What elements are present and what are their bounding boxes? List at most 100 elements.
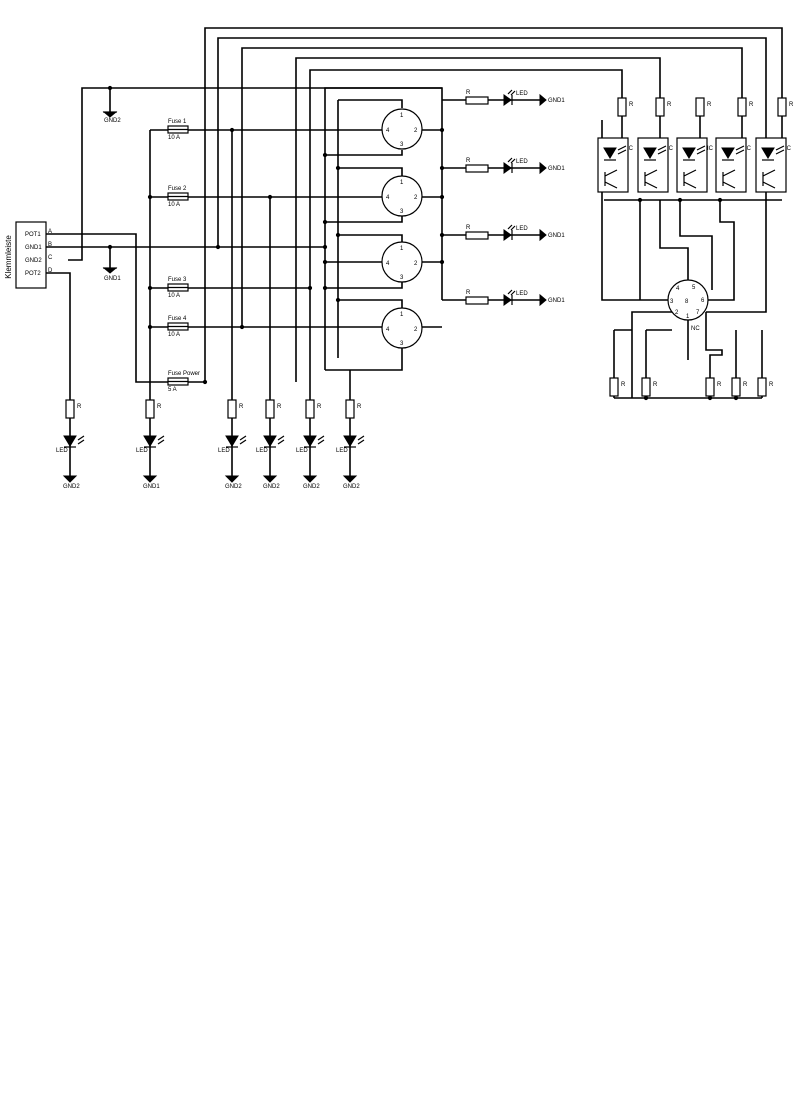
relay-led-branch-1-r-label: R	[466, 90, 471, 96]
relay-2-pin3: 3	[400, 209, 404, 215]
dsub-nc-label: NC	[691, 326, 700, 332]
pin-pot1-label: POT1	[25, 232, 41, 238]
pin-a-letter: A	[48, 229, 52, 235]
opto-1: R IC	[597, 97, 634, 193]
fuse-1-name: Fuse 1	[168, 119, 187, 125]
fuse-1: Fuse 1 10 A	[167, 119, 189, 141]
bottom-led-branch-4-r-label: R	[277, 404, 282, 410]
dsub-pin-4: 4	[676, 286, 680, 292]
relay-3-pin1: 1	[400, 246, 404, 252]
bottom-led-branch-4-gnd-label: GND2	[263, 484, 280, 490]
opto-5-r-label: R	[789, 102, 794, 108]
bottom-right-resistors: R R R R R	[609, 377, 774, 397]
relay-led-branch-1: R LED GND1	[465, 89, 565, 107]
relay-3: 1 2 3 4	[381, 241, 423, 283]
round-connector-8pin: 1 2 3 4 5 6 7 8 NC	[667, 279, 709, 332]
opto-5: R IC	[755, 97, 794, 193]
relay-1-pin3: 3	[400, 142, 404, 148]
fuse-power-value: 5 A	[168, 387, 177, 393]
relay-led-branch-4-r-label: R	[466, 290, 471, 296]
relay-led-branch-3-led-label: LED	[516, 226, 528, 232]
relay-4: 1 2 3 4	[381, 307, 423, 349]
relay-1-pin2: 2	[414, 128, 418, 134]
pin-b-letter: B	[48, 242, 52, 248]
fuse-power-name: Fuse Power	[168, 371, 200, 377]
terminal-block: Klemmleiste POT1 GND1 GND2 POT2 A B C D	[4, 221, 53, 289]
pin-pot2-label: POT2	[25, 271, 41, 277]
opto-1-r-label: R	[629, 102, 634, 108]
relay-4-pin3: 3	[400, 341, 404, 347]
br-r2-label: R	[653, 382, 658, 388]
relay-led-branch-4: R LED GND1	[465, 289, 565, 307]
relay-led-branch-4-gnd-label: GND1	[548, 298, 565, 304]
bottom-led-branch-4-led-label: LED	[256, 448, 268, 454]
fuse-3-name: Fuse 3	[168, 277, 187, 283]
br-r5-label: R	[769, 382, 774, 388]
bottom-led-branch-3: R LED GND2	[218, 399, 247, 490]
dsub-pin-5: 5	[692, 285, 696, 291]
relay-led-branch-1-gnd-label: GND1	[548, 98, 565, 104]
relay-4-pin2: 2	[414, 327, 418, 333]
bottom-led-branch-6-gnd-label: GND2	[343, 484, 360, 490]
dsub-pin-8: 8	[685, 299, 689, 305]
br-r4-label: R	[743, 382, 748, 388]
relay-1-pin4: 4	[386, 128, 390, 134]
bottom-led-branch-2-r-label: R	[157, 404, 162, 410]
relay-led-branch-2-gnd-label: GND1	[548, 166, 565, 172]
relay-led-branch-2-r-label: R	[466, 158, 471, 164]
pin-gnd2-label: GND2	[25, 258, 42, 264]
opto-2-r-label: R	[667, 102, 672, 108]
bottom-led-branch-1-r-label: R	[77, 404, 82, 410]
opto-2: R IC	[637, 97, 674, 193]
bottom-led-branch-1-led-label: LED	[56, 448, 68, 454]
br-r3-label: R	[717, 382, 722, 388]
dsub-pin-1: 1	[686, 314, 690, 320]
relay-2-pin4: 4	[386, 195, 390, 201]
pin-gnd1-label: GND1	[25, 245, 42, 251]
pin-d-letter: D	[48, 268, 53, 274]
opto-4-ic-label: IC	[745, 146, 752, 152]
fuse-2-name: Fuse 2	[168, 186, 187, 192]
fuse-2: Fuse 2 10 A	[167, 186, 189, 208]
bottom-led-branch-4: R LED GND2	[256, 399, 285, 490]
relay-led-branch-3-gnd-label: GND1	[548, 233, 565, 239]
relay-led-branch-2-led-label: LED	[516, 159, 528, 165]
fuse-3-value: 10 A	[168, 293, 180, 299]
relay-1: 1 2 3 4	[381, 108, 423, 150]
opto-5-ic-label: IC	[785, 146, 792, 152]
fuse-1-value: 10 A	[168, 135, 180, 141]
dsub-pin-7: 7	[696, 310, 700, 316]
relay-led-branch-1-led-label: LED	[516, 91, 528, 97]
dsub-pin-6: 6	[701, 298, 705, 304]
bottom-led-branch-3-led-label: LED	[218, 448, 230, 454]
pin-c-letter: C	[48, 255, 53, 261]
relay-3-pin3: 3	[400, 275, 404, 281]
terminal-block-title: Klemmleiste	[4, 235, 13, 279]
fuse-4: Fuse 4 10 A	[167, 316, 189, 338]
bottom-led-branch-6: R LED GND2	[336, 399, 365, 490]
fuse-3: Fuse 3 10 A	[167, 277, 189, 299]
fuse-2-value: 10 A	[168, 202, 180, 208]
opto-3: R IC	[676, 97, 714, 193]
relay-led-branch-3-r-label: R	[466, 225, 471, 231]
bottom-led-branch-1: R LED GND2	[56, 399, 85, 490]
relay-led-branch-4-led-label: LED	[516, 291, 528, 297]
relay-2-pin1: 1	[400, 180, 404, 186]
br-r1-label: R	[621, 382, 626, 388]
bottom-led-branch-5-r-label: R	[317, 404, 322, 410]
ground-gnd1-mid: GND1	[102, 267, 121, 282]
bottom-led-branch-2-gnd-label: GND1	[143, 484, 160, 490]
relay-4-pin1: 1	[400, 312, 404, 318]
relay-3-pin4: 4	[386, 261, 390, 267]
fuse-4-value: 10 A	[168, 332, 180, 338]
bottom-led-branch-6-r-label: R	[357, 404, 362, 410]
wires	[46, 27, 783, 400]
junction-dots	[107, 85, 739, 401]
bottom-led-branch-5: R LED GND2	[296, 399, 325, 490]
bottom-led-branch-2: R LED GND1	[136, 399, 165, 490]
bottom-led-branch-5-gnd-label: GND2	[303, 484, 320, 490]
relay-led-branch-2: R LED GND1	[465, 157, 565, 175]
relay-1-pin1: 1	[400, 113, 404, 119]
opto-2-ic-label: IC	[667, 146, 674, 152]
opto-4: R IC	[715, 97, 754, 193]
